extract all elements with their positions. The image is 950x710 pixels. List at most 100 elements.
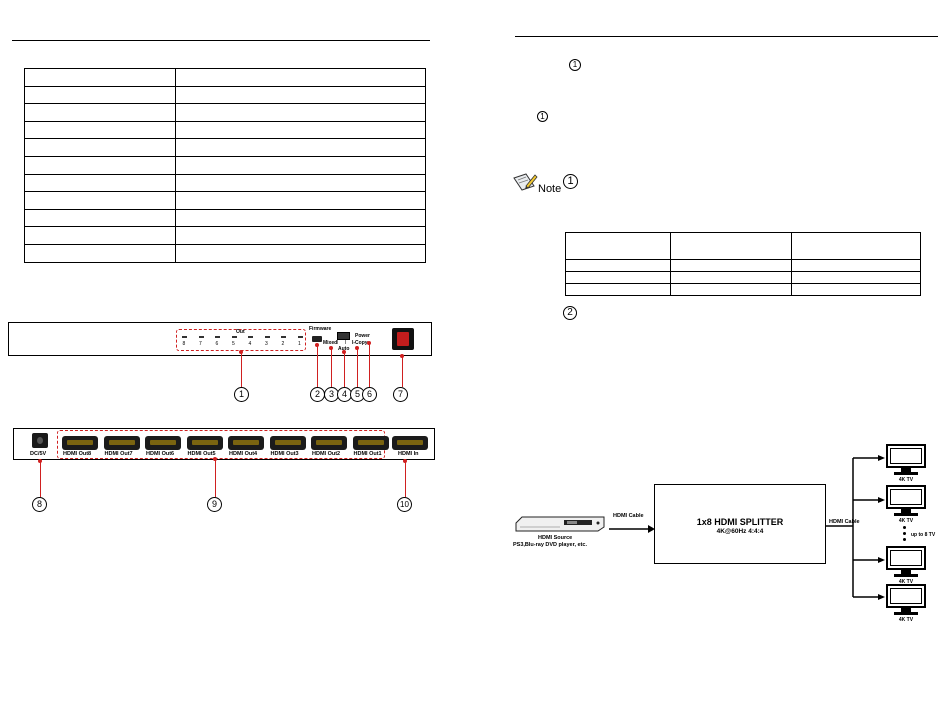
led-indicator <box>281 336 286 338</box>
table-row <box>24 243 427 263</box>
hdmi-in-label: HDMI In <box>398 451 419 457</box>
hdmi-out-label: HDMI Out6 <box>146 451 175 457</box>
copy-label: I-Copy <box>352 340 368 346</box>
hdmi-out-port[interactable] <box>62 436 98 450</box>
leader-line <box>344 352 345 387</box>
hdmi-out-label: HDMI Out4 <box>229 451 258 457</box>
source-device <box>514 515 606 533</box>
callout-7: 7 <box>393 387 408 402</box>
leader-line <box>369 343 370 387</box>
dc-jack-hole <box>37 437 43 444</box>
table-row <box>24 85 427 105</box>
callout-10: 10 <box>397 497 412 512</box>
cable-in-arrow <box>609 520 655 533</box>
tv-label: 4K TV <box>898 617 914 623</box>
hdmi-out-label: HDMI Out3 <box>270 451 299 457</box>
led-number: 3 <box>265 341 268 347</box>
hdmi-out-port[interactable] <box>269 436 306 450</box>
led-indicator <box>264 336 270 338</box>
led-indicator <box>182 336 187 338</box>
hdmi-out-port[interactable] <box>352 436 389 450</box>
tv-label: 4K TV <box>898 579 914 585</box>
tv-screen <box>886 444 926 468</box>
hdmi-out-port[interactable] <box>311 436 347 450</box>
hdmi-out-label: HDMI Out8 <box>63 451 92 457</box>
table-row <box>24 173 427 193</box>
tv-base <box>894 472 918 475</box>
tv-base <box>894 612 918 615</box>
led-number: 4 <box>248 341 252 347</box>
hdmi-out-port[interactable] <box>103 436 140 450</box>
note-icon <box>512 172 538 192</box>
mode-switch[interactable] <box>337 332 350 340</box>
source-label: HDMI Source <box>538 535 573 541</box>
marker-1-top: 1 <box>569 59 581 71</box>
hdmi-in-port[interactable] <box>392 436 428 450</box>
hdmi-out-port[interactable] <box>145 436 181 450</box>
dc-label: DC/5V <box>30 451 47 457</box>
table-row <box>24 68 427 87</box>
splitter-box <box>654 484 826 564</box>
table-row <box>565 232 921 260</box>
led-indicator <box>215 336 220 338</box>
splitter-title: 1x8 HDMI SPLITTER <box>696 517 784 527</box>
marker-1-second: 1 <box>537 111 548 122</box>
hdmi-out-label: HDMI Out1 <box>353 451 382 457</box>
leader-line <box>40 461 41 497</box>
mode-table <box>565 232 921 296</box>
leader-line <box>317 345 318 387</box>
led-indicator <box>248 336 253 338</box>
hdmi-out-label: HDMI Out5 <box>187 451 216 457</box>
firmware-label: Firmware <box>309 326 332 332</box>
callout-1: 1 <box>234 387 249 402</box>
tv-screen <box>886 546 926 570</box>
table-row <box>24 103 427 122</box>
firmware-port[interactable] <box>312 336 322 342</box>
table-row <box>24 191 427 210</box>
marker-2: 2 <box>563 306 577 320</box>
leader-line <box>241 352 242 387</box>
note-marker: 1 <box>563 174 578 189</box>
hdmi-out-port[interactable] <box>186 436 223 450</box>
out-group-label: Out <box>236 329 245 335</box>
callout-8: 8 <box>32 497 47 512</box>
hdmi-out-label: HDMI Out2 <box>312 451 341 457</box>
callout-2: 2 <box>310 387 325 402</box>
table-row <box>24 120 427 140</box>
led-indicator <box>231 336 237 338</box>
right-header-rule <box>515 36 938 37</box>
tv-screen <box>886 485 926 509</box>
hdmi-out-label: HDMI Out7 <box>104 451 133 457</box>
table-row <box>24 208 427 228</box>
more-dots <box>903 526 907 544</box>
table-row <box>24 155 427 175</box>
tv-label: 4K TV <box>898 518 914 524</box>
tv-label: 4K TV <box>898 477 914 483</box>
led-number: 1 <box>298 341 301 347</box>
mixed-label: Mixed <box>323 340 338 346</box>
switch-mark-right: I <box>345 340 347 346</box>
up-to-label: up to 8 TV <box>911 532 936 538</box>
power-switch[interactable] <box>392 328 414 350</box>
led-number: 5 <box>232 341 235 347</box>
cable-in-label: HDMI Cable <box>613 513 644 519</box>
table-row <box>565 271 921 284</box>
cable-out-label: HDMI Cable <box>829 519 860 525</box>
distribution-lines <box>826 455 886 605</box>
power-label: Power <box>355 333 371 339</box>
led-indicator <box>297 336 303 338</box>
power-switch-rocker <box>397 332 409 346</box>
tv-stand <box>901 570 911 574</box>
leader-line <box>402 356 403 387</box>
hdmi-out-port[interactable] <box>228 436 264 450</box>
dc-jack[interactable] <box>32 433 48 448</box>
tv-stand <box>901 509 911 513</box>
tv-stand <box>901 608 911 612</box>
tv-base <box>894 513 918 516</box>
table-row <box>24 226 427 245</box>
spec-table <box>24 68 427 263</box>
callout-6: 6 <box>362 387 377 402</box>
led-number: 7 <box>199 341 202 347</box>
led-number: 2 <box>281 341 285 347</box>
tv-base <box>894 574 918 577</box>
